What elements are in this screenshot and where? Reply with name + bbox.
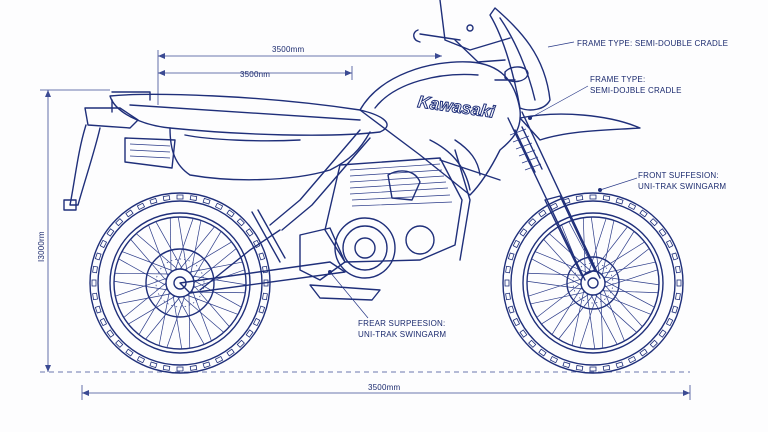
annotation-front-susp-line2: UNI-TRAK SWINGARM bbox=[638, 182, 726, 191]
dimension-lines bbox=[40, 50, 691, 400]
dim-top-inner: 3500nm bbox=[240, 70, 270, 79]
labels: 3500mm 3500nm 3500mm I3000rm FRAME TYPE:… bbox=[37, 39, 728, 392]
fuel-tank: Kawasaki bbox=[359, 61, 521, 196]
annotation-frame-2-line1: FRAME TYPE: bbox=[590, 75, 645, 84]
annotation-rear-susp-line1: FREAR SURPEESION: bbox=[358, 319, 445, 328]
fairing-and-bars bbox=[413, 0, 551, 111]
dim-top-outer: 3500mm bbox=[272, 45, 304, 54]
engine bbox=[299, 157, 463, 301]
annotation-frame-1: FRAME TYPE: SEMI-DOUBLE CRADLE bbox=[577, 39, 728, 48]
annotation-front-susp-line1: FRONT SUFFESION: bbox=[638, 171, 719, 180]
front-wheel bbox=[502, 192, 684, 374]
rear-wheel bbox=[89, 192, 271, 374]
frame-swingarm bbox=[179, 129, 501, 294]
callout-leaders bbox=[328, 41, 638, 319]
dim-bottom: 3500mm bbox=[368, 383, 400, 392]
brand-logo-text: Kawasaki bbox=[416, 92, 497, 122]
rear-body bbox=[63, 107, 371, 211]
annotation-frame-2-line2: SEMI-DOJBLE CRADLE bbox=[590, 86, 682, 95]
front-fork bbox=[507, 111, 641, 281]
dim-height: I3000rm bbox=[37, 231, 46, 262]
seat bbox=[109, 91, 388, 136]
annotation-rear-susp-line2: UNI-TRAK SWINGARM bbox=[358, 330, 446, 339]
